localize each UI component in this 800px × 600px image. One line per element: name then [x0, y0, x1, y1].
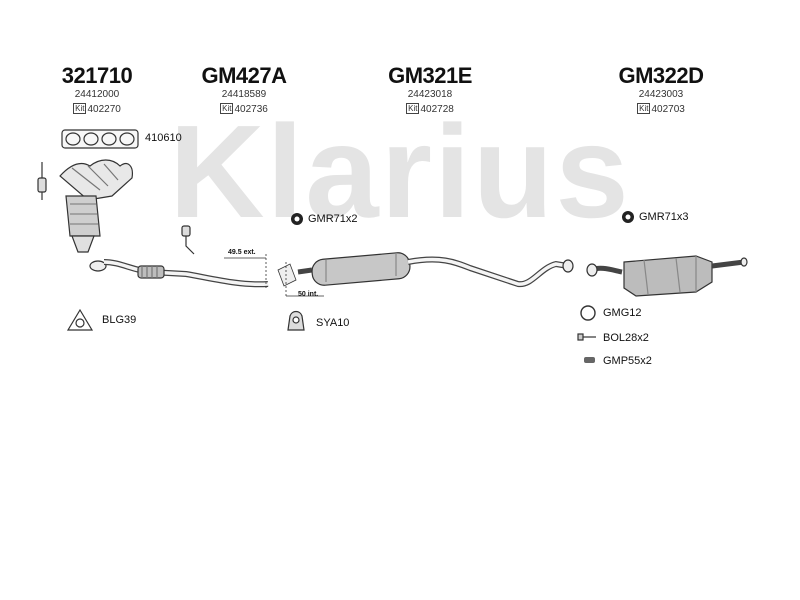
- dimension-int-line: [277, 262, 324, 297]
- part-code: GM321E: [388, 63, 472, 88]
- gasket-label: 410610: [145, 132, 182, 144]
- clamp-right-icon: [622, 211, 634, 223]
- oem-number: 24418589: [221, 89, 267, 100]
- kit-icon: Kit: [406, 103, 420, 114]
- front-pipe-icon: [89, 225, 269, 288]
- gmp-label: GMP55x2: [603, 355, 652, 367]
- manifold-gasket-icon: [61, 129, 139, 149]
- rear-silencer-icon: [586, 255, 748, 297]
- kit-number: 402728: [420, 104, 454, 115]
- dimension-ext-line: [224, 254, 267, 288]
- part-code: GM322D: [618, 63, 704, 88]
- clamp-mid-label: GMR71x2: [308, 213, 358, 225]
- part-code: 321710: [61, 63, 133, 88]
- part-code: GM427A: [201, 63, 287, 88]
- kit-icon: Kit: [637, 103, 651, 114]
- kit-number: 402270: [87, 104, 121, 115]
- clamp-right-label: GMR71x3: [639, 211, 689, 223]
- center-silencer-icon: [297, 252, 574, 288]
- flange-gasket-icon: [66, 308, 94, 331]
- kit-icon: Kit: [73, 103, 87, 114]
- oxygen-sensor-icon: [37, 162, 47, 200]
- oem-number: 24412000: [74, 89, 120, 100]
- dimension-int-label: 50 int.: [298, 291, 319, 298]
- blg-label: BLG39: [102, 314, 137, 326]
- clamp-mid-icon: [291, 213, 303, 225]
- kit-number: 402736: [234, 104, 268, 115]
- dimension-ext-label: 49.5 ext.: [228, 249, 256, 256]
- sealing-ring-icon: [580, 305, 596, 321]
- manifold-catalyst-icon: [59, 159, 133, 253]
- kit-icon: Kit: [220, 103, 234, 114]
- rubber-mount-icon: [287, 310, 305, 331]
- oem-number: 24423003: [638, 89, 684, 100]
- clip-icon: [584, 357, 595, 363]
- bolt-icon: [577, 333, 596, 341]
- oem-number: 24423018: [407, 89, 453, 100]
- kit-number: 402703: [651, 104, 685, 115]
- brand-watermark: Klarius: [169, 116, 631, 228]
- sya-label: SYA10: [316, 317, 350, 329]
- bol-label: BOL28x2: [603, 332, 649, 344]
- gmg-label: GMG12: [603, 307, 642, 319]
